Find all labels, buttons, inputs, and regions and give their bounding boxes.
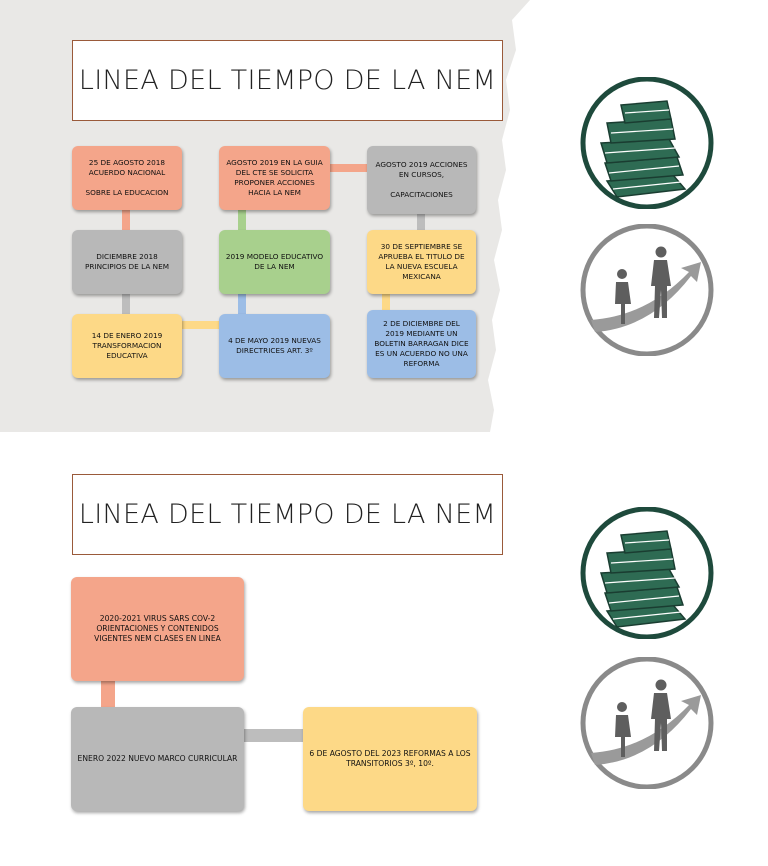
timeline-box-enero-2022: ENERO 2022 NUEVO MARCO CURRICULAR [71,707,244,811]
connector [122,210,130,230]
slide-2-title: LINEA DEL TIEMPO DE LA NEM [72,474,503,555]
people-walking-icon [580,224,714,356]
timeline-box-agosto-2019-cte: AGOSTO 2019 EN LA GUIA DEL CTE SE SOLICI… [219,146,330,210]
connector [101,681,115,709]
connector [330,164,368,172]
slide-1-title: LINEA DEL TIEMPO DE LA NEM [72,40,503,121]
timeline-box-agosto-2023: 6 DE AGOSTO DEL 2023 REFORMAS A LOS TRAN… [303,707,477,811]
books-icon [580,507,714,639]
connector [122,294,130,314]
torn-paper-edge [488,0,550,432]
timeline-box-2020-2021: 2020-2021 VIRUS SARS COV-2 ORIENTACIONES… [71,577,244,681]
connector [238,210,246,230]
timeline-box-diciembre-2018: DICIEMBRE 2018 PRINCIPIOS DE LA NEM [72,230,182,294]
people-walking-icon [580,657,714,789]
timeline-box-enero-2019: 14 DE ENERO 2019 TRANSFORMACION EDUCATIV… [72,314,182,378]
connector [238,294,246,314]
timeline-box-diciembre-2019: 2 DE DICIEMBRE DEL 2019 MEDIANTE UN BOLE… [367,310,476,378]
timeline-box-modelo-2019: 2019 MODELO EDUCATIVO DE LA NEM [219,230,330,294]
timeline-box-agosto-2018: 25 DE AGOSTO 2018 ACUERDO NACIONAL SOBRE… [72,146,182,210]
books-icon [580,77,714,209]
connector [182,321,220,329]
connector [244,729,304,742]
timeline-box-mayo-2019: 4 DE MAYO 2019 NUEVAS DIRECTRICES ART. 3… [219,314,330,378]
timeline-box-septiembre-2019: 30 DE SEPTIEMBRE SE APRUEBA EL TITULO DE… [367,230,476,294]
timeline-box-agosto-2019-acciones: AGOSTO 2019 ACCIONES EN CURSOS, CAPACITA… [367,146,476,214]
connector [417,214,425,230]
connector [382,294,390,314]
